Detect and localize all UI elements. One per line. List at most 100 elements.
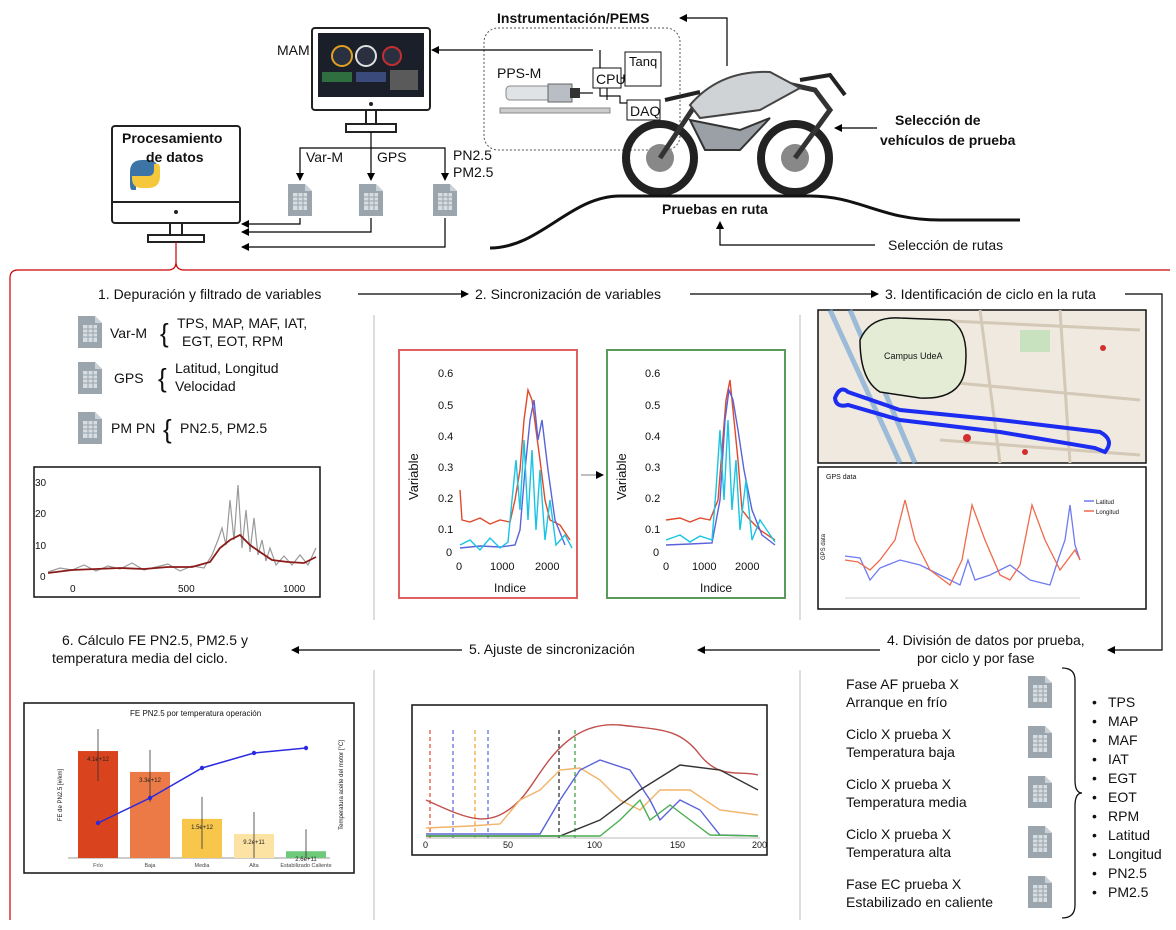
p2b-ytick-1: 0.5 (645, 400, 660, 412)
gps-chart-ylabel: GPS data (821, 533, 827, 560)
brace-3: { (163, 414, 172, 444)
p6-bar-value-4: 2.6e+11 (295, 857, 317, 863)
p1-xtick-1000: 1000 (283, 584, 306, 595)
bullet-maf-label: MAF (1108, 732, 1138, 748)
panel-6-fe-chart: FE PN2.5 por temperatura operación FE de… (23, 702, 355, 874)
p4-file-icon-0 (1027, 675, 1053, 709)
p2a-blue-line (459, 399, 566, 549)
bullet-maf: • (1092, 732, 1097, 748)
mam-monitor (311, 27, 431, 133)
bullet-pm25: • (1092, 884, 1097, 900)
pm25-label: PM2.5 (453, 164, 494, 180)
p2a-ylabel: Variable (406, 453, 421, 500)
p2b-ytick-4: 0.2 (645, 493, 660, 505)
step-1-label: 1. Depuración y filtrado de variables (98, 286, 321, 302)
group-var-m-line2: EGT, EOT, RPM (182, 333, 283, 349)
p2a-cyan-line (459, 439, 573, 552)
instrumentation-box (483, 27, 681, 151)
step-6-label-1: 6. Cálculo FE PN2.5, PM2.5 y (62, 632, 248, 648)
p2a-ytick-1: 0.5 (438, 400, 453, 412)
p4-file-icon-3 (1027, 825, 1053, 859)
procesamiento-label-2: de datos (146, 149, 204, 165)
pps-sensor (499, 83, 611, 114)
p4-item-2-l2: Temperatura media (846, 794, 967, 810)
group-var-m-line1: TPS, MAP, MAF, IAT, (177, 315, 307, 331)
cpu-connections (580, 77, 627, 104)
step-2-label: 2. Sincronización de variables (475, 286, 661, 302)
p5-xtick-150: 150 (670, 840, 685, 850)
p4-file-icon-2 (1027, 775, 1053, 809)
daq-label: DAQ (630, 103, 660, 119)
p2a-xtick-2: 2000 (535, 561, 559, 573)
p5-xtick-50: 50 (503, 840, 513, 850)
bullet-pm25-label: PM2.5 (1108, 884, 1149, 900)
p6-category-3: Alta (249, 863, 259, 869)
latitud-line (844, 504, 1081, 586)
p6-ylabel-right: Temperatura aceite del motor [°C] (339, 740, 345, 830)
p2b-ytick-2: 0.4 (645, 431, 660, 443)
p1-ytick-10: 10 (35, 541, 47, 552)
motorcycle-illustration (622, 70, 847, 196)
p2a-ytick-5: 0.1 (438, 524, 453, 536)
p6-bars-group (78, 729, 326, 858)
daq-box (626, 99, 661, 121)
p2b-xtick-1: 1000 (692, 561, 716, 573)
bullet-pn25: • (1092, 865, 1097, 881)
p5-red-curve (425, 724, 759, 820)
bullet-iat-label: IAT (1108, 751, 1129, 767)
p6-ylabel-left: FE de PN2.5 [#/km] (58, 768, 64, 821)
p2b-xlabel: Indice (700, 581, 732, 595)
procesamiento-label-1: Procesamiento (122, 130, 222, 146)
gps-file-icon (358, 183, 384, 217)
p6-category-0: Frío (93, 863, 103, 869)
p6-temp-point-3 (251, 750, 257, 756)
bullet-map-label: MAP (1108, 713, 1138, 729)
p2b-ytick-3: 0.3 (645, 462, 660, 474)
p6-temp-point-4 (303, 745, 309, 751)
processing-monitor (111, 125, 241, 243)
p4-file-icon-4 (1027, 875, 1053, 909)
var-m-label: Var-M (306, 149, 343, 165)
p4-item-0-l2: Arranque en frío (846, 694, 947, 710)
seleccion-vehiculos-1: Selección de (895, 112, 981, 128)
p2a-ytick-4: 0.2 (438, 493, 453, 505)
p4-brace (1061, 667, 1083, 919)
p1-xtick-0: 0 (70, 584, 76, 595)
p6-bar-value-3: 9.2e+11 (243, 840, 265, 846)
p2a-xtick-0: 0 (456, 561, 462, 573)
p2a-red-line (459, 387, 571, 541)
cpu-label: CPU (596, 71, 626, 87)
p4-item-3-l2: Temperatura alta (846, 844, 951, 860)
p1-ytick-20: 20 (35, 509, 47, 520)
campus-label: Campus UdeA (884, 351, 943, 361)
p6-bar-value-2: 1.5e+12 (191, 825, 214, 831)
p5-blue-curve (426, 759, 759, 837)
p4-item-2-l1: Ciclo X prueba X (846, 776, 952, 792)
legend-longitud: Longitud (1096, 510, 1119, 516)
brace-2: { (158, 363, 167, 393)
red-bracket (9, 242, 1170, 920)
step-3-label: 3. Identificación de ciclo en la ruta (885, 286, 1096, 302)
p2b-ytick-6: 0 (653, 547, 659, 559)
p2a-ytick-3: 0.3 (438, 462, 453, 474)
bullet-pn25-label: PN2.5 (1108, 865, 1147, 881)
p2b-ytick-5: 0.1 (645, 524, 660, 536)
panel-4-division: Fase AF prueba X Arranque en frío Ciclo … (846, 667, 1162, 919)
p6-title: FE PN2.5 por temperatura operación (130, 709, 261, 718)
route-trace (832, 387, 1111, 455)
p2b-cyan-line (665, 419, 776, 543)
gps-chart-title: GPS data (826, 474, 856, 481)
legend-latitud: Latitud (1096, 500, 1114, 506)
panel-5-sync-adjust: 0 50 100 150 200 (411, 704, 768, 856)
python-logo-icon (130, 160, 160, 190)
p4-file-icon-1 (1027, 725, 1053, 759)
bullet-latitud-label: Latitud (1108, 827, 1150, 843)
pn25-label: PN2.5 (453, 147, 492, 163)
pruebas-ruta-label: Pruebas en ruta (662, 201, 768, 217)
seleccion-vehiculos-2: vehículos de prueba (880, 132, 1016, 148)
filtered-signal-line (47, 533, 317, 574)
step-4-label-1: 4. División de datos por prueba, (887, 632, 1085, 648)
bullet-tps: • (1092, 694, 1097, 710)
p5-xtick-0: 0 (423, 840, 428, 850)
